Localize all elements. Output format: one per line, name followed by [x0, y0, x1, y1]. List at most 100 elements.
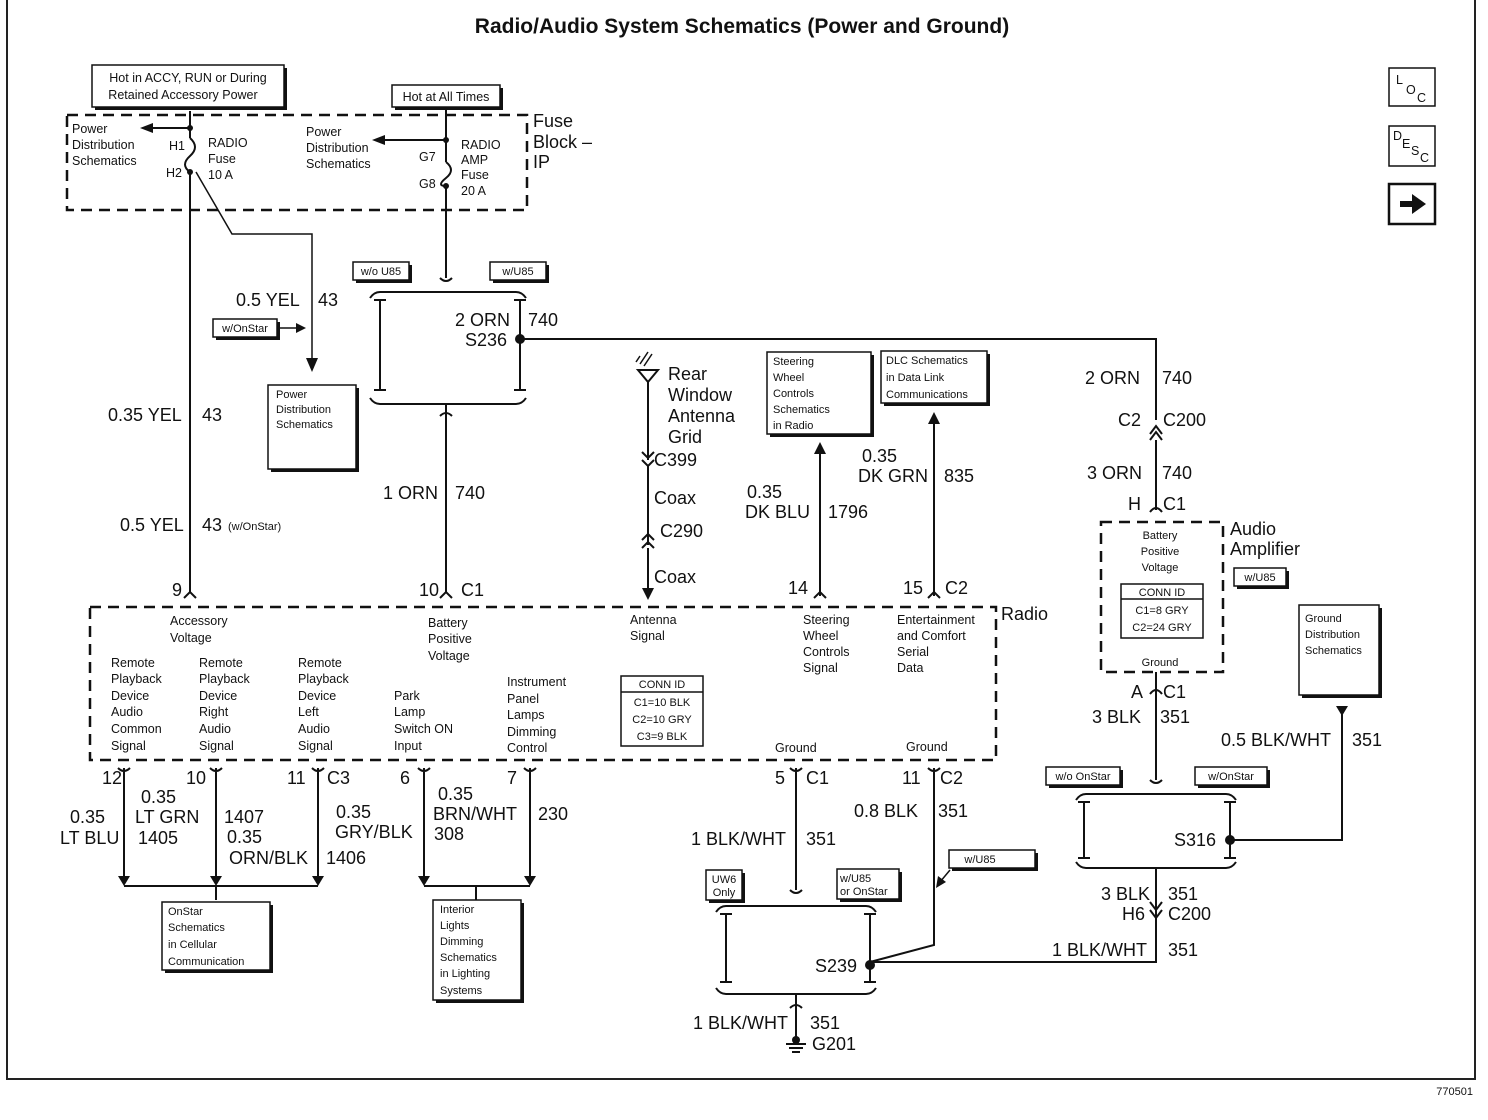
svg-text:Steering: Steering [773, 356, 814, 368]
svg-text:Audio: Audio [298, 722, 330, 736]
wire-2orn-label: 2 ORN [455, 310, 510, 330]
svg-text:w/o U85: w/o U85 [360, 266, 401, 278]
radio-fuse-label: RADIO Fuse 10 A [208, 136, 248, 182]
signal-rpd-left: Remote Playback Device Left Audio Signal [298, 656, 349, 753]
coax1-label: Coax [654, 488, 696, 508]
radio-pin-12: 12 [102, 768, 122, 788]
svg-text:Communications: Communications [886, 389, 968, 401]
n1796-label: 1796 [828, 502, 868, 522]
c200b-label: C200 [1168, 904, 1211, 924]
pin-h2: H2 [166, 166, 182, 180]
svg-text:CONN ID: CONN ID [639, 679, 686, 691]
svg-text:Distribution: Distribution [306, 141, 369, 155]
svg-text:Wheel: Wheel [803, 629, 838, 643]
svg-text:Voltage: Voltage [1142, 562, 1179, 574]
svg-text:0.35: 0.35 [438, 784, 473, 804]
svg-text:Schematics: Schematics [276, 419, 333, 431]
radio-label: Radio [1001, 604, 1048, 624]
svg-text:Fuse: Fuse [208, 152, 236, 166]
figure-number: 770501 [1436, 1086, 1473, 1098]
svg-text:Schematics: Schematics [440, 952, 497, 964]
wire-ground-c1 [789, 767, 803, 890]
svg-text:BRN/WHT: BRN/WHT [433, 804, 517, 824]
pin-14-connector [813, 590, 827, 599]
svg-text:Interior: Interior [440, 904, 475, 916]
pin-15-connector [927, 590, 941, 599]
radio-ground1-label: Ground [775, 741, 817, 755]
pin-g8: G8 [419, 177, 436, 191]
svg-text:RADIO: RADIO [461, 138, 501, 152]
svg-text:CONN ID: CONN ID [1139, 587, 1186, 599]
antenna-label: Rear Window Antenna Grid [668, 364, 736, 447]
s239-bracket-bottom [715, 987, 877, 995]
svg-text:IP: IP [533, 152, 550, 172]
svg-text:Rear: Rear [668, 364, 707, 384]
svg-text:Dimming: Dimming [440, 936, 483, 948]
svg-text:Hot in ACCY, RUN or During: Hot in ACCY, RUN or During [109, 71, 267, 85]
svg-text:0.35: 0.35 [70, 807, 105, 827]
radio-pin-c2: C2 [945, 578, 968, 598]
h6-c200-connector [1149, 901, 1163, 920]
svg-text:Schematics: Schematics [72, 154, 137, 168]
wire-035yel-label: 0.35 YEL [108, 405, 182, 425]
n351d-label: 351 [1168, 940, 1198, 960]
h-c1-connector [1149, 507, 1163, 513]
desc-icon[interactable]: D E S C [1388, 125, 1436, 167]
w-u85-option: w/U85 [489, 261, 549, 283]
loc-letter-l: L [1396, 73, 1403, 87]
svg-text:Right: Right [199, 705, 229, 719]
signal-battery-positive: Battery Positive Voltage [428, 616, 472, 663]
svg-text:Battery: Battery [1143, 530, 1178, 542]
svg-text:LT BLU: LT BLU [60, 828, 119, 848]
svg-text:1406: 1406 [326, 848, 366, 868]
svg-text:w/OnStar: w/OnStar [1207, 771, 1254, 783]
n351a-label: 351 [1160, 707, 1190, 727]
pin-10-connector [439, 590, 453, 599]
wire-1blkwht-label: 1 BLK/WHT [1052, 940, 1147, 960]
svg-text:Wheel: Wheel [773, 372, 804, 384]
svg-text:Power: Power [276, 389, 308, 401]
connector-bottom-bracket [439, 404, 453, 420]
radio-conn-id-box: CONN ID C1=10 BLK C2=10 GRY C3=9 BLK [620, 675, 704, 747]
dkgrn-color: DK GRN [858, 466, 928, 486]
loc-letter-o: O [1406, 83, 1416, 97]
svg-text:0.35: 0.35 [227, 827, 262, 847]
svg-text:Playback: Playback [199, 672, 250, 686]
svg-text:in Lighting: in Lighting [440, 968, 490, 980]
s236-label: S236 [465, 330, 507, 350]
svg-text:Signal: Signal [199, 739, 234, 753]
svg-text:Signal: Signal [298, 739, 333, 753]
svg-text:Voltage: Voltage [428, 649, 470, 663]
c1b-label: C1 [1163, 682, 1186, 702]
svg-text:Common: Common [111, 722, 162, 736]
svg-text:LT GRN: LT GRN [135, 807, 199, 827]
wire-43b-label: 43 [202, 405, 222, 425]
loc-icon[interactable]: L O C [1388, 67, 1436, 107]
s239-u85-link [864, 913, 876, 983]
next-arrow-icon[interactable] [1387, 182, 1437, 226]
svg-text:Communication: Communication [168, 956, 244, 968]
c290-label: C290 [660, 521, 703, 541]
svg-text:in Cellular: in Cellular [168, 939, 217, 951]
svg-text:Amplifier: Amplifier [1230, 539, 1300, 559]
radio-pin-10b: 10 [186, 768, 206, 788]
svg-text:and Comfort: and Comfort [897, 629, 966, 643]
g201-connector [789, 1004, 803, 1009]
wire-to-pds-mid [195, 171, 313, 360]
blkwht1b-label: 1 BLK/WHT [691, 829, 786, 849]
radio-pin-c3: C3 [327, 768, 350, 788]
svg-text:10 A: 10 A [208, 168, 234, 182]
svg-text:UW6: UW6 [712, 874, 736, 886]
wire-05blkwht [1230, 714, 1343, 841]
svg-text:Instrument: Instrument [507, 675, 567, 689]
svg-text:0.35: 0.35 [336, 802, 371, 822]
svg-text:Device: Device [111, 689, 149, 703]
wire-740c-label: 740 [1162, 368, 1192, 388]
w-u85-option-2: w/U85 [936, 849, 1038, 888]
svg-text:Remote: Remote [199, 656, 243, 670]
svg-text:Lights: Lights [440, 920, 470, 932]
page-title: Radio/Audio System Schematics (Power and… [475, 15, 1009, 38]
svg-text:w/OnStar: w/OnStar [221, 323, 268, 335]
fuse-pds-left: Power Distribution Schematics [72, 122, 137, 168]
